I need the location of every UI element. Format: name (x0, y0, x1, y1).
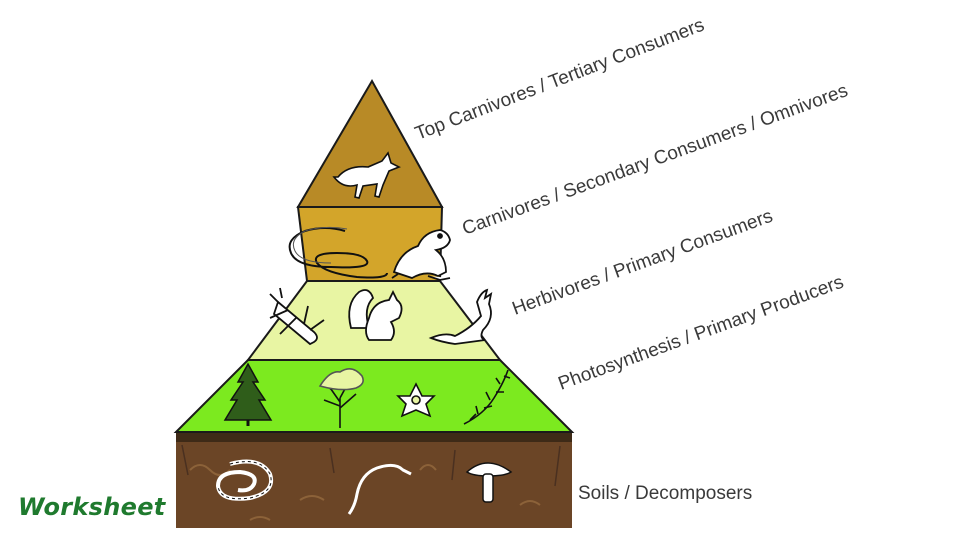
label-tertiary-consumers: Top Carnivores / Tertiary Consumers (412, 15, 707, 145)
label-primary-consumers: Herbivores / Primary Consumers (510, 206, 776, 320)
worksheet-label: Worksheet (18, 493, 166, 521)
soil-layer (176, 432, 572, 528)
label-primary-producers: Photosynthesis / Primary Producers (556, 272, 847, 395)
label-decomposers: Soils / Decomposers (578, 483, 752, 504)
